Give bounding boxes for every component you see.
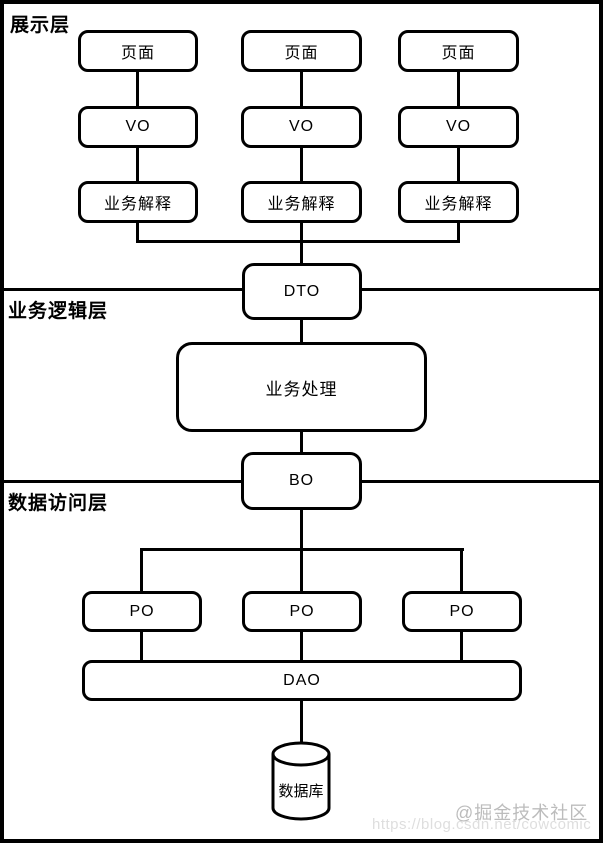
node-page-2: 页面: [241, 30, 362, 72]
node-page-3: 页面: [398, 30, 519, 72]
connector-col3-vo-explain: [457, 146, 460, 182]
layer-label-presentation: 展示层: [10, 15, 71, 36]
node-vo-1: VO: [78, 106, 198, 148]
connector-po-mid-dao: [300, 631, 303, 661]
connector-col3-explain-branch: [457, 221, 460, 243]
connector-col1-vo-explain: [136, 146, 139, 182]
connector-branch-po-left: [140, 548, 143, 592]
connector-dao-database: [300, 700, 303, 744]
connector-branch-po-right: [460, 548, 463, 592]
connector-po-right-dao: [460, 631, 463, 661]
node-vo-2: VO: [241, 106, 362, 148]
node-po-2: PO: [242, 591, 362, 632]
database-cylinder-icon: [270, 741, 332, 821]
node-bo: BO: [241, 452, 362, 510]
connector-branch-top: [136, 240, 460, 243]
node-page-1: 页面: [78, 30, 198, 72]
node-po-1: PO: [82, 591, 202, 632]
connector-col3-page-vo: [457, 71, 460, 107]
database-label: 数据库: [278, 783, 324, 800]
connector-col2-vo-explain: [300, 146, 303, 182]
cylinder-shape: [271, 741, 331, 821]
watermark-community: @掘金技术社区: [455, 803, 589, 823]
node-business-process: 业务处理: [176, 342, 427, 432]
connector-branch-bottom: [140, 548, 464, 551]
node-po-3: PO: [402, 591, 522, 632]
node-explain-3: 业务解释: [398, 181, 519, 223]
node-vo-3: VO: [398, 106, 519, 148]
watermark-url: https://blog.csdn.net/cowcomic: [372, 816, 592, 833]
connector-col1-page-vo: [136, 71, 139, 107]
connector-dto-process: [300, 320, 303, 343]
layer-label-business: 业务逻辑层: [8, 301, 109, 322]
connector-col2-page-vo: [300, 71, 303, 107]
connector-po-left-dao: [140, 631, 143, 661]
connector-bo-po-mid: [300, 510, 303, 592]
connector-col2-explain-dto: [300, 221, 303, 263]
connector-process-bo: [300, 431, 303, 453]
node-dao: DAO: [82, 660, 522, 701]
node-explain-2: 业务解释: [241, 181, 362, 223]
node-explain-1: 业务解释: [78, 181, 198, 223]
node-dto: DTO: [242, 263, 362, 320]
connector-col1-explain-branch: [136, 221, 139, 243]
layer-label-data-access: 数据访问层: [8, 493, 109, 514]
